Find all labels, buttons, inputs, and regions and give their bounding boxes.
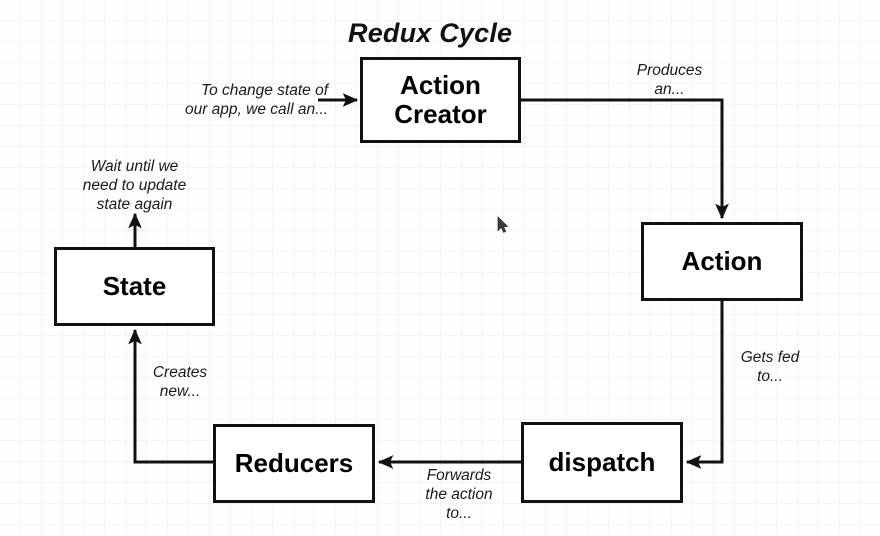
- page-title: Redux Cycle: [348, 18, 513, 48]
- connector-action-to-dispatch: [685, 301, 724, 469]
- node-action-creator-label: Action Creator: [394, 69, 487, 129]
- node-action[interactable]: Action: [641, 222, 803, 301]
- node-state-label: State: [102, 270, 167, 301]
- node-reducers-label: Reducers: [234, 447, 354, 478]
- node-action-creator[interactable]: Action Creator: [360, 57, 521, 143]
- node-reducers[interactable]: Reducers: [213, 424, 375, 503]
- connector-reducers-to-state: [128, 328, 213, 464]
- mouse-pointer-icon: [497, 216, 509, 233]
- edge-label-produces-an: Produces an...: [636, 62, 703, 99]
- node-state[interactable]: State: [54, 247, 215, 326]
- node-dispatch-label: dispatch: [548, 446, 656, 477]
- edge-label-creates-new: Creates new...: [152, 364, 208, 401]
- edge-label-forwards-the-action-to: Forwards the action to...: [425, 467, 493, 523]
- edge-label-gets-fed-to: Gets fed to...: [740, 349, 800, 386]
- connector-action-creator-to-action: [521, 98, 729, 220]
- edge-label-to-action-creator: To change state of our app, we call an..…: [184, 82, 328, 119]
- node-dispatch[interactable]: dispatch: [521, 422, 683, 503]
- node-action-label: Action: [681, 245, 763, 276]
- edge-label-wait-until-update: Wait until we need to update state again: [82, 158, 187, 214]
